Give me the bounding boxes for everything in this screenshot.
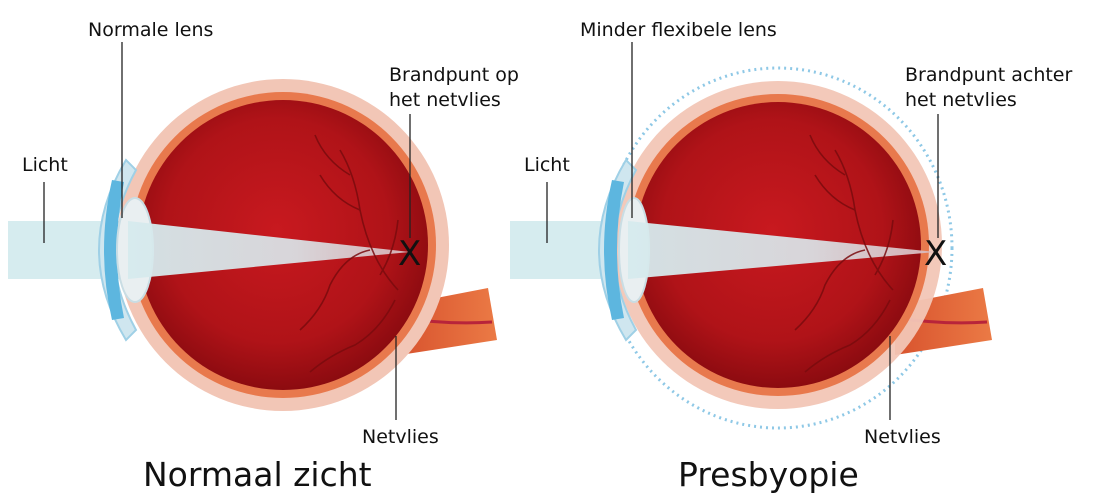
label-less-flexible-lens: Minder flexibele lens [580, 18, 777, 42]
label-retina: Netvlies [864, 425, 941, 449]
label-light: Licht [22, 153, 68, 177]
label-light: Licht [524, 153, 570, 177]
caption-normal-vision: Normaal zicht [143, 456, 372, 494]
label-retina: Netvlies [362, 425, 439, 449]
label-focus-line2: het netvlies [389, 88, 501, 112]
label-normal-lens: Normale lens [88, 18, 213, 42]
label-focus-line1: Brandpunt achter [905, 63, 1072, 87]
focal-point-mark: X [398, 234, 421, 274]
caption-presbyopia: Presbyopie [678, 456, 859, 494]
focal-point-mark: X [924, 234, 947, 274]
label-focus-line2: het netvlies [905, 88, 1017, 112]
label-focus-line1: Brandpunt op [389, 63, 519, 87]
